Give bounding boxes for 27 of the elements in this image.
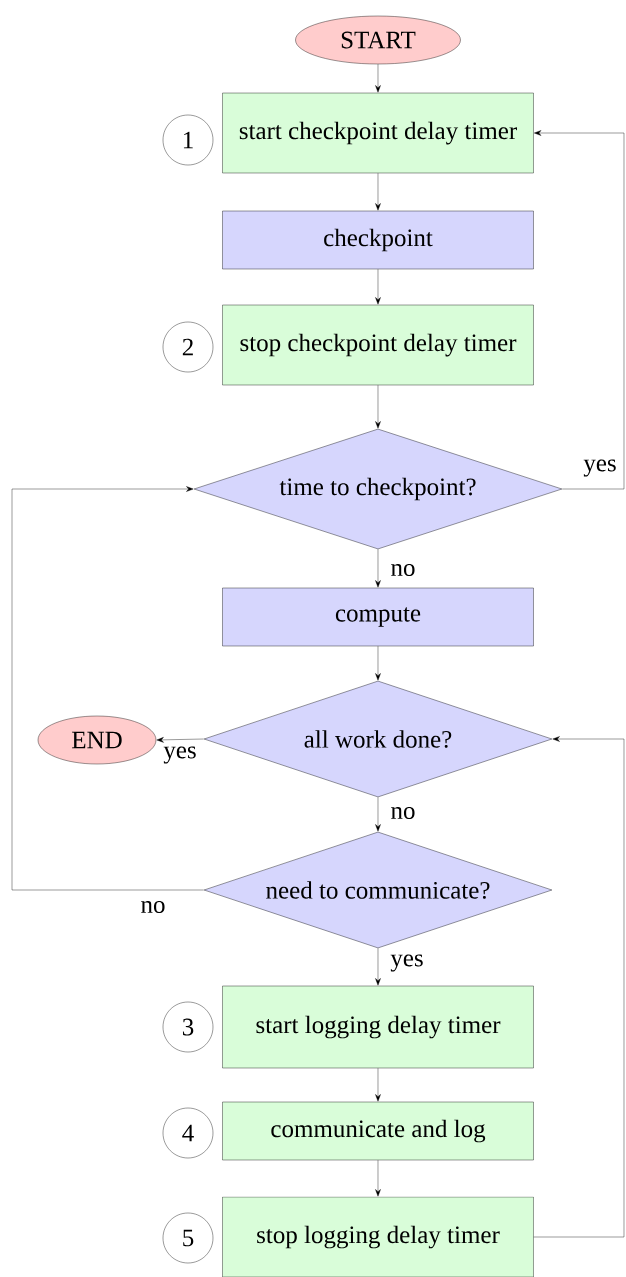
arrow xyxy=(375,269,381,305)
process-box: compute xyxy=(222,587,534,647)
arrow xyxy=(375,1160,381,1197)
arrow xyxy=(11,486,204,891)
arrow xyxy=(375,549,381,588)
arrow xyxy=(375,385,381,429)
edge-label: yes xyxy=(389,953,425,973)
edge-label: yes xyxy=(162,745,198,765)
process-box: start logging delay timer xyxy=(222,985,534,1069)
arrow xyxy=(375,797,381,832)
arrow xyxy=(156,737,204,743)
process-box: stop logging delay timer xyxy=(222,1196,534,1277)
process-box: start checkpoint delay timer xyxy=(222,92,534,174)
arrow xyxy=(533,736,625,1238)
arrow xyxy=(375,173,381,211)
edge-label: no xyxy=(139,900,167,914)
edge-label: no xyxy=(389,563,417,577)
process-box: communicate and log xyxy=(222,1101,534,1161)
process-box: stop checkpoint delay timer xyxy=(222,304,534,386)
arrow xyxy=(375,1068,381,1102)
edge-label: no xyxy=(389,806,417,820)
arrow xyxy=(375,948,381,986)
arrow xyxy=(375,646,381,681)
arrow xyxy=(375,64,381,93)
process-box: checkpoint xyxy=(222,210,534,270)
arrow xyxy=(534,130,625,490)
edge-label: yes xyxy=(582,458,618,478)
